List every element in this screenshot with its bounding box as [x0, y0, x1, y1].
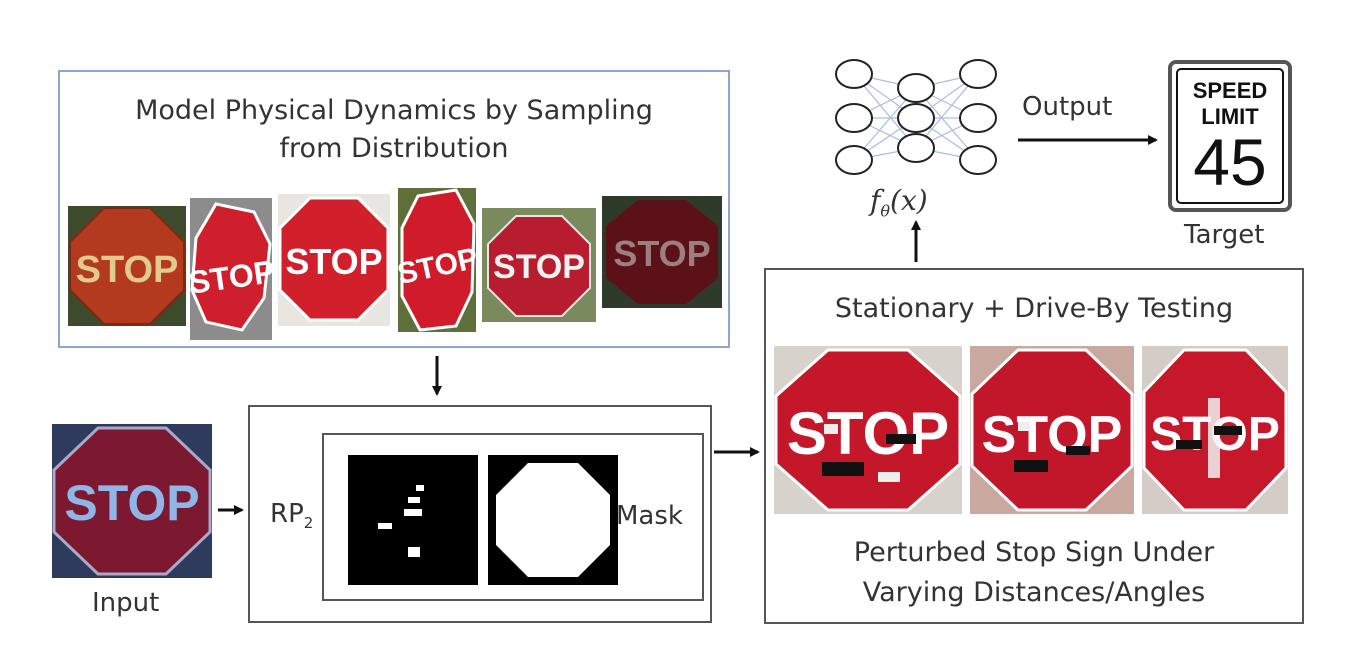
- sticker-white: [878, 472, 900, 482]
- sample-stop-sign-3: STOP: [278, 194, 390, 326]
- perturbed-stop-sign-3: STOP: [1142, 346, 1288, 514]
- mask-patch: [416, 485, 424, 491]
- target-line2: LIMIT: [1201, 104, 1259, 129]
- sticker-black: [822, 462, 864, 476]
- model-function-label: fθ(x): [870, 184, 928, 221]
- input-sign-word: STOP: [64, 475, 199, 531]
- target-speed-limit-sign: SPEED LIMIT 45: [1168, 60, 1292, 212]
- sample-stop-sign-4: STOP: [398, 188, 476, 332]
- mask-patch: [378, 523, 392, 529]
- rp2-box: RP2 Mask: [248, 405, 712, 623]
- function-argument: (x): [890, 184, 928, 217]
- sample-5-word: STOP: [493, 248, 585, 286]
- sample-stop-sign-2: STOP: [190, 198, 272, 340]
- input-stop-sign: STOP: [52, 424, 212, 578]
- mask-label: Mask: [616, 501, 683, 531]
- rp2-label-subscript: 2: [303, 514, 314, 533]
- rp2-label-main: RP: [270, 499, 304, 529]
- mask-patch: [404, 509, 422, 516]
- sticker-black: [1014, 460, 1048, 472]
- sticker-black: [1176, 440, 1202, 449]
- testing-caption-line2: Varying Distances/Angles: [862, 577, 1206, 608]
- sample-1-word: STOP: [76, 249, 179, 291]
- sticker-black: [1066, 446, 1090, 455]
- octagon-mask-image: [488, 455, 618, 585]
- mask-patch: [408, 547, 420, 557]
- sample-stop-sign-5: STOP: [482, 208, 596, 322]
- testing-caption-line1: Perturbed Stop Sign Under: [853, 537, 1215, 568]
- rp2-label: RP2: [270, 499, 313, 532]
- sticker-black: [1214, 426, 1242, 435]
- mask-inner-box: Mask: [322, 433, 704, 601]
- distribution-title-line1: Model Physical Dynamics by Sampling: [135, 95, 653, 126]
- sample-3-word: STOP: [285, 241, 382, 282]
- testing-box: Stationary + Drive-By Testing STOP STOP …: [764, 268, 1304, 624]
- perturbed-stop-sign-1: STOP: [774, 346, 962, 514]
- function-symbol: f: [870, 184, 881, 217]
- target-label: Target: [1184, 220, 1265, 250]
- sticker-white: [824, 424, 838, 434]
- target-sign-inner-border: [1176, 68, 1284, 204]
- sample-6-word: STOP: [613, 233, 710, 274]
- sticker-black: [886, 434, 916, 444]
- target-line1: SPEED: [1192, 78, 1268, 103]
- perturbed-1-word: STOP: [787, 400, 949, 467]
- mask-patch: [408, 497, 420, 503]
- testing-title: Stationary + Drive-By Testing: [834, 293, 1234, 324]
- target-number: 45: [1193, 125, 1267, 199]
- output-label: Output: [1022, 92, 1113, 122]
- sticker-white: [1208, 398, 1220, 478]
- distribution-sampling-box: Model Physical Dynamics by Sampling from…: [58, 70, 730, 348]
- sticker-white: [1018, 422, 1030, 431]
- perturbation-mask-image: [348, 455, 478, 585]
- function-subscript: θ: [880, 201, 891, 221]
- perturbed-stop-sign-2: STOP: [970, 346, 1134, 514]
- sample-stop-sign-1: STOP: [68, 206, 186, 326]
- input-label: Input: [92, 588, 160, 618]
- perturbed-2-word: STOP: [982, 406, 1123, 464]
- distribution-title-line2: from Distribution: [279, 133, 509, 164]
- neural-network-icon: [835, 59, 997, 175]
- sample-stop-sign-6: STOP: [602, 196, 722, 308]
